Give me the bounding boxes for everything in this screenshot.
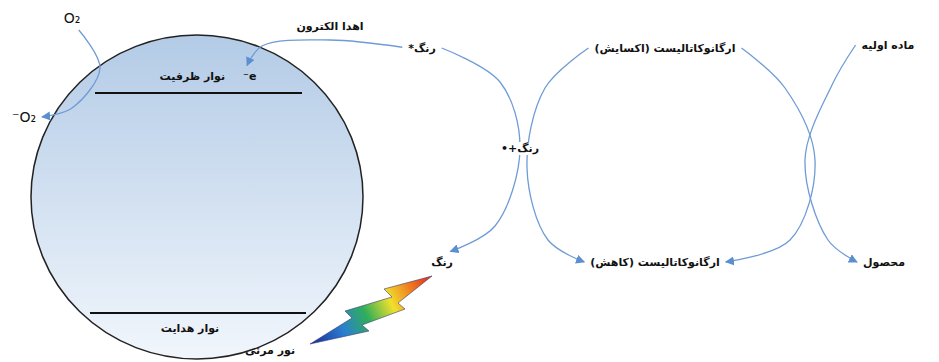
species-label: ماده اولیه: [862, 39, 915, 52]
species-label: رنگ*: [405, 41, 438, 56]
molecule-label: O₂: [61, 9, 84, 27]
species-label: ماده اولیه: [859, 38, 918, 53]
species-label: ارگانوکاتالیست (کاهش): [590, 256, 720, 269]
light-label: نور مرئی: [243, 344, 297, 357]
reaction-arrow: [247, 40, 402, 66]
edge-label: اهدا الکترون: [296, 20, 363, 33]
molecule-label: O₂⁻: [9, 108, 39, 126]
band-label: نوار هدایت: [158, 321, 223, 336]
species-label: محصول: [860, 255, 908, 270]
light-label: نور مرئی: [245, 344, 295, 357]
band-line: [95, 92, 302, 94]
band-label: e⁻ نوار ظرفیت: [157, 69, 260, 84]
species-label: ارگانوکاتالیست (اکسایش): [592, 41, 739, 56]
reaction-arrow: [805, 45, 857, 262]
semiconductor-particle: [31, 35, 363, 359]
molecule-label: O₂⁻: [12, 109, 36, 125]
species-label: رنگ*: [408, 42, 435, 55]
edge-label: رنگ+•: [499, 142, 541, 155]
species-label: رنگ: [428, 255, 456, 270]
species-label: رنگ: [431, 256, 453, 269]
species-label: محصول: [863, 256, 905, 269]
band-line: [90, 312, 306, 314]
light-bolt: [310, 276, 432, 344]
band-label: نوار هدایت: [161, 322, 220, 335]
band-label: نوار ظرفیت: [160, 70, 226, 83]
reaction-arrow: [726, 48, 815, 262]
species-label: ارگانوکاتالیست (اکسایش): [595, 42, 736, 55]
reaction-arrow: [42, 30, 100, 117]
molecule-label: O₂: [64, 10, 81, 26]
edge-label: رنگ+•: [501, 142, 539, 155]
edge-label: اهدا الکترون: [294, 20, 365, 33]
band-label: e⁻: [243, 70, 256, 83]
species-label: ارگانوکاتالیست (کاهش): [587, 255, 723, 270]
reaction-arrow: [527, 48, 589, 262]
